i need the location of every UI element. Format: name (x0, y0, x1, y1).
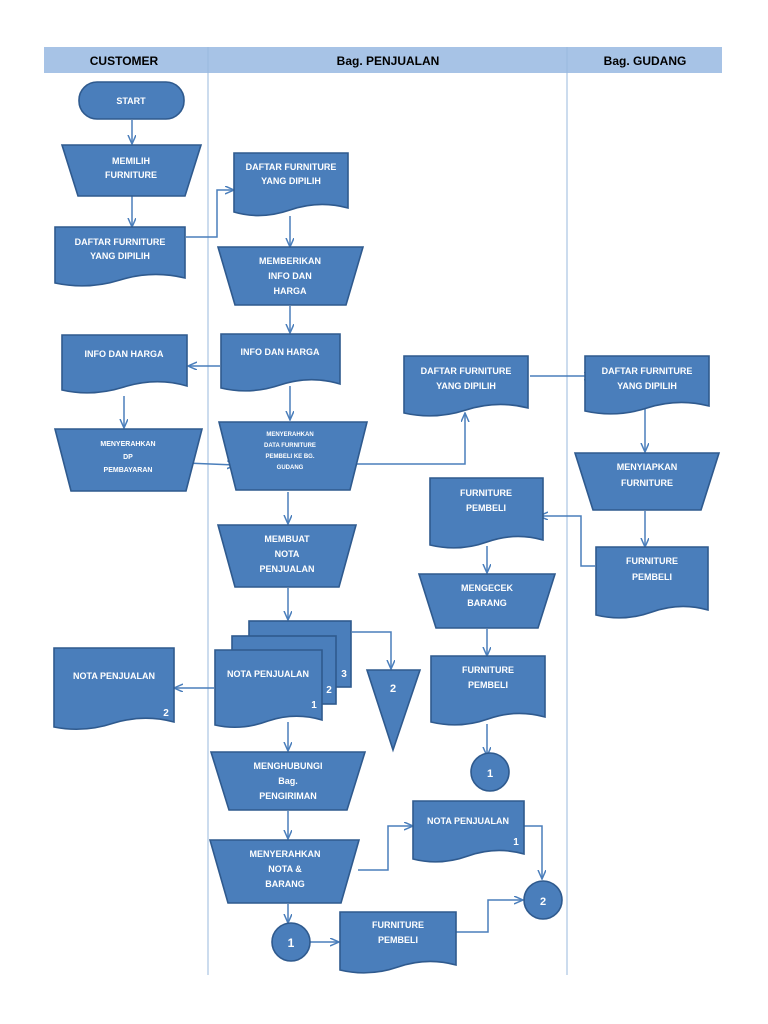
svg-text:MENGECEK: MENGECEK (461, 583, 514, 593)
svg-text:MENGHUBUNGI: MENGHUBUNGI (254, 761, 323, 771)
svg-text:HARGA: HARGA (274, 286, 307, 296)
svg-text:PEMBAYARAN: PEMBAYARAN (104, 467, 153, 474)
svg-text:FURNITURE: FURNITURE (626, 556, 678, 566)
svg-text:1: 1 (288, 936, 295, 950)
lane-title-gudang: Bag. GUDANG (604, 54, 687, 68)
svg-text:INFO DAN HARGA: INFO DAN HARGA (85, 349, 164, 359)
svg-text:BARANG: BARANG (265, 879, 305, 889)
gud-furniture-pembeli-document: FURNITURE PEMBELI (595, 546, 709, 619)
svg-text:NOTA PENJUALAN: NOTA PENJUALAN (73, 671, 155, 681)
memilih-furniture-manual-op: MEMILIH FURNITURE (60, 144, 203, 197)
pen-info-harga-document: INFO DAN HARGA (220, 333, 341, 392)
arrow-nota-connector2 (524, 825, 542, 878)
svg-text:FURNITURE: FURNITURE (105, 170, 157, 180)
cust-info-harga-document: INFO DAN HARGA (61, 334, 188, 394)
arrow-dp-to-data (185, 463, 235, 465)
arrow-nota-to-file (352, 631, 391, 668)
svg-text:YANG DIPILIH: YANG DIPILIH (436, 381, 496, 391)
mengecek-barang-manual-op: MENGECEK BARANG (417, 573, 557, 629)
lane-title-customer: CUSTOMER (90, 54, 159, 68)
nota-penjualan-multidocument: NOTA PENJUALAN 1 2 3 (214, 620, 352, 729)
svg-text:DP: DP (123, 454, 133, 461)
connector-1-mid: 1 (470, 752, 510, 792)
svg-text:INFO DAN HARGA: INFO DAN HARGA (241, 347, 320, 357)
svg-text:FURNITURE: FURNITURE (621, 478, 673, 488)
svg-text:PEMBELI: PEMBELI (468, 680, 508, 690)
svg-text:1: 1 (311, 700, 317, 711)
svg-text:MENYERAHKAN: MENYERAHKAN (100, 441, 155, 448)
svg-text:2: 2 (540, 896, 546, 908)
svg-text:GUDANG: GUDANG (277, 465, 304, 471)
svg-text:PEMBELI: PEMBELI (378, 935, 418, 945)
svg-text:1: 1 (487, 768, 493, 780)
svg-text:START: START (116, 96, 146, 106)
svg-text:NOTA PENJUALAN: NOTA PENJUALAN (427, 816, 509, 826)
svg-text:YANG DIPILIH: YANG DIPILIH (90, 251, 150, 261)
svg-text:2: 2 (390, 683, 396, 695)
cust-daftar-furniture-document: DAFTAR FURNITURE YANG DIPILIH (54, 226, 186, 287)
svg-text:MENYERAHKAN: MENYERAHKAN (266, 432, 313, 438)
menyerahkan-data-manual-op: MENYERAHKAN DATA FURNITURE PEMBELI KE BG… (217, 421, 369, 491)
bottom-furniture-document: FURNITURE PEMBELI (339, 911, 457, 974)
mid-furniture-pembeli-document-1: FURNITURE PEMBELI (429, 477, 544, 549)
menghubungi-manual-op: MENGHUBUNGI Bag. PENGIRIMAN (209, 751, 367, 811)
svg-text:BARANG: BARANG (467, 598, 507, 608)
svg-text:DAFTAR FURNITURE: DAFTAR FURNITURE (602, 366, 693, 376)
arrow-furniture-connector2 (456, 900, 522, 933)
arrow-menyerahkan-nota (358, 826, 412, 871)
mid-nota-penjualan-document: NOTA PENJUALAN 1 (412, 800, 525, 863)
svg-text:FURNITURE: FURNITURE (462, 665, 514, 675)
menyiapkan-furniture-manual-op: MENYIAPKAN FURNITURE (573, 452, 721, 511)
connector-1-bottom: 1 (271, 922, 311, 962)
file-offline-triangle: 2 (365, 669, 422, 753)
svg-text:INFO DAN: INFO DAN (268, 271, 312, 281)
svg-text:PEMBELI KE BG.: PEMBELI KE BG. (265, 454, 314, 460)
svg-text:YANG DIPILIH: YANG DIPILIH (261, 176, 321, 186)
svg-text:DAFTAR FURNITURE: DAFTAR FURNITURE (75, 237, 166, 247)
svg-text:PEMBELI: PEMBELI (632, 572, 672, 582)
mid-furniture-pembeli-document-2: FURNITURE PEMBELI (430, 655, 546, 726)
cust-nota-penjualan-document: NOTA PENJUALAN 2 (53, 647, 175, 731)
svg-text:FURNITURE: FURNITURE (460, 488, 512, 498)
svg-text:MENYERAHKAN: MENYERAHKAN (249, 849, 320, 859)
menyerahkan-dp-manual-op: MENYERAHKAN DP PEMBAYARAN (53, 428, 204, 492)
svg-text:YANG DIPILIH: YANG DIPILIH (617, 381, 677, 391)
start-terminator: START (78, 81, 185, 120)
svg-text:MEMILIH: MEMILIH (112, 156, 150, 166)
membuat-nota-manual-op: MEMBUAT NOTA PENJUALAN (216, 524, 358, 588)
svg-text:PENGIRIMAN: PENGIRIMAN (259, 791, 317, 801)
svg-text:DATA FURNITURE: DATA FURNITURE (264, 443, 316, 449)
svg-text:NOTA: NOTA (275, 549, 300, 559)
arrow-gudang-to-furniture (540, 516, 595, 567)
mid-daftar-furniture-document: DAFTAR FURNITURE YANG DIPILIH (403, 355, 529, 417)
arrow-data-to-daftar (340, 414, 465, 465)
svg-text:2: 2 (163, 708, 169, 719)
svg-text:DAFTAR FURNITURE: DAFTAR FURNITURE (421, 366, 512, 376)
svg-text:PEMBELI: PEMBELI (466, 503, 506, 513)
lane-title-penjualan: Bag. PENJUALAN (337, 54, 440, 68)
gud-daftar-furniture-document: DAFTAR FURNITURE YANG DIPILIH (584, 355, 710, 415)
pen-daftar-furniture-document: DAFTAR FURNITURE YANG DIPILIH (233, 152, 349, 217)
svg-text:NOTA PENJUALAN: NOTA PENJUALAN (227, 669, 309, 679)
svg-text:MENYIAPKAN: MENYIAPKAN (617, 462, 678, 472)
svg-text:FURNITURE: FURNITURE (372, 920, 424, 930)
connector-2: 2 (523, 880, 563, 920)
menyerahkan-nota-manual-op: MENYERAHKAN NOTA & BARANG (208, 839, 361, 904)
connectors (124, 120, 645, 942)
svg-text:MEMBUAT: MEMBUAT (264, 534, 310, 544)
svg-text:3: 3 (341, 669, 347, 680)
svg-text:1: 1 (513, 837, 519, 848)
memberikan-info-manual-op: MEMBERIKAN INFO DAN HARGA (216, 246, 365, 306)
svg-text:MEMBERIKAN: MEMBERIKAN (259, 256, 321, 266)
svg-text:PENJUALAN: PENJUALAN (259, 564, 314, 574)
arrow-daftar-to-penjualan (186, 190, 233, 238)
svg-text:NOTA &: NOTA & (268, 864, 302, 874)
svg-text:Bag.: Bag. (278, 776, 298, 786)
svg-text:2: 2 (326, 685, 332, 696)
svg-text:DAFTAR FURNITURE: DAFTAR FURNITURE (246, 162, 337, 172)
lane-header-band (44, 47, 722, 73)
